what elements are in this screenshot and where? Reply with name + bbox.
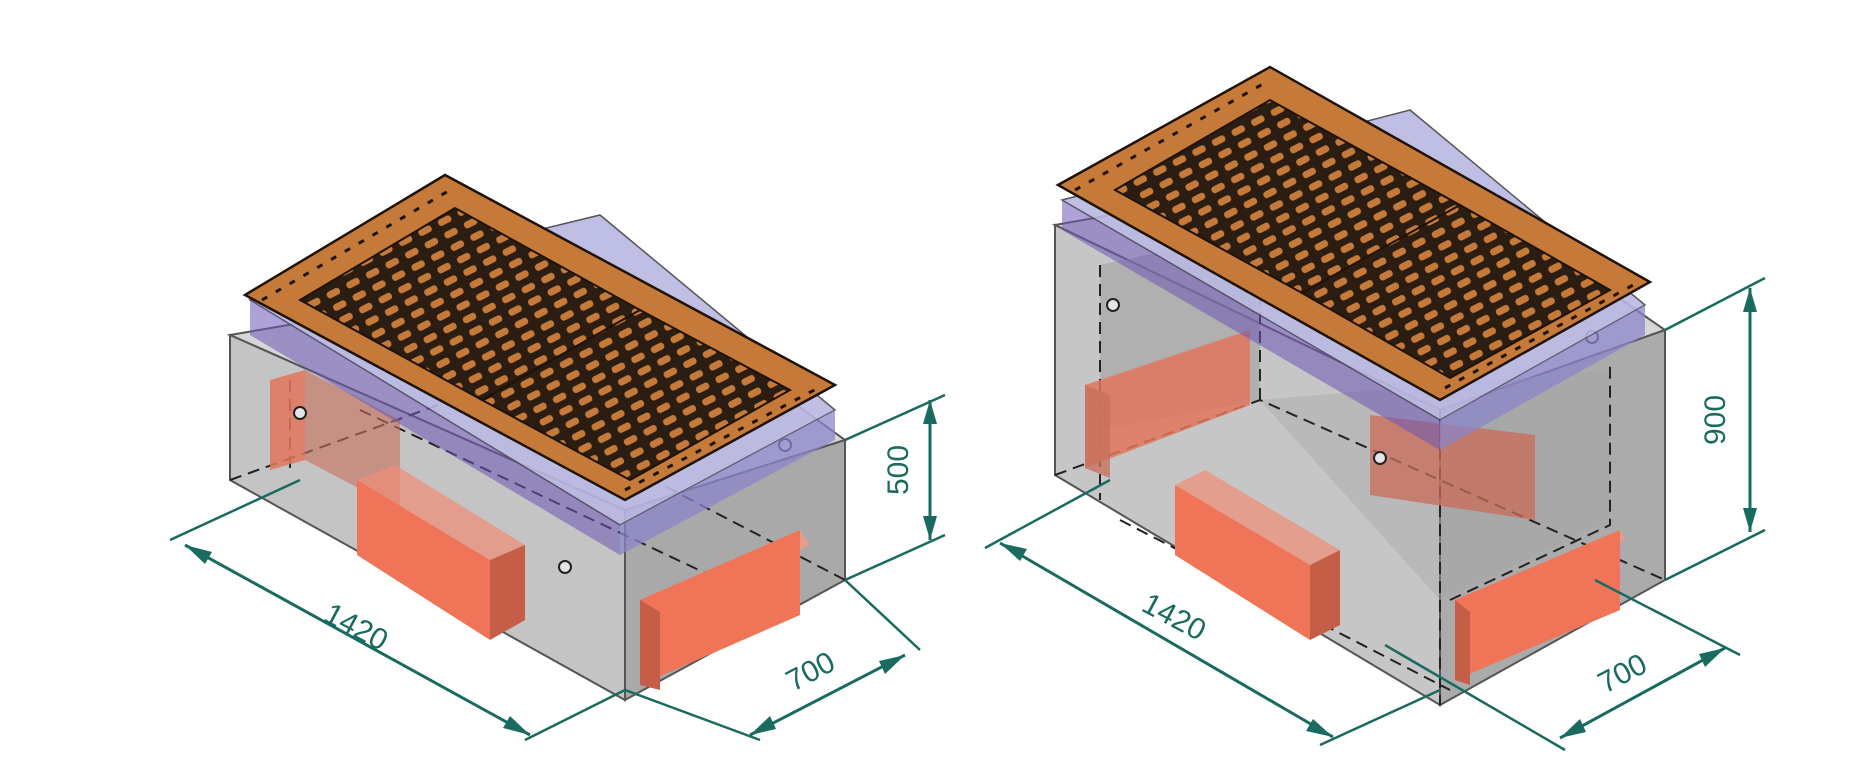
left-chamber-unit: 1420 700 500	[169, 173, 946, 742]
right-bricks	[1085, 330, 1625, 685]
right-length-label: 1420	[1137, 587, 1211, 647]
left-length-label: 1420	[319, 597, 393, 657]
right-cover-plate	[1055, 65, 1653, 402]
left-cover-plate	[242, 173, 838, 502]
left-bolt-icon	[558, 560, 572, 574]
right-height-label: 900	[1699, 395, 1732, 445]
left-height-label: 500	[882, 445, 915, 495]
right-bolt-icon	[1373, 451, 1387, 465]
left-bolt-icon	[293, 406, 307, 420]
left-bricks	[270, 370, 810, 690]
right-chamber-unit: 1420 700 900	[984, 65, 1766, 752]
left-width-label: 700	[781, 646, 841, 699]
right-bolt-icon	[1106, 298, 1120, 312]
